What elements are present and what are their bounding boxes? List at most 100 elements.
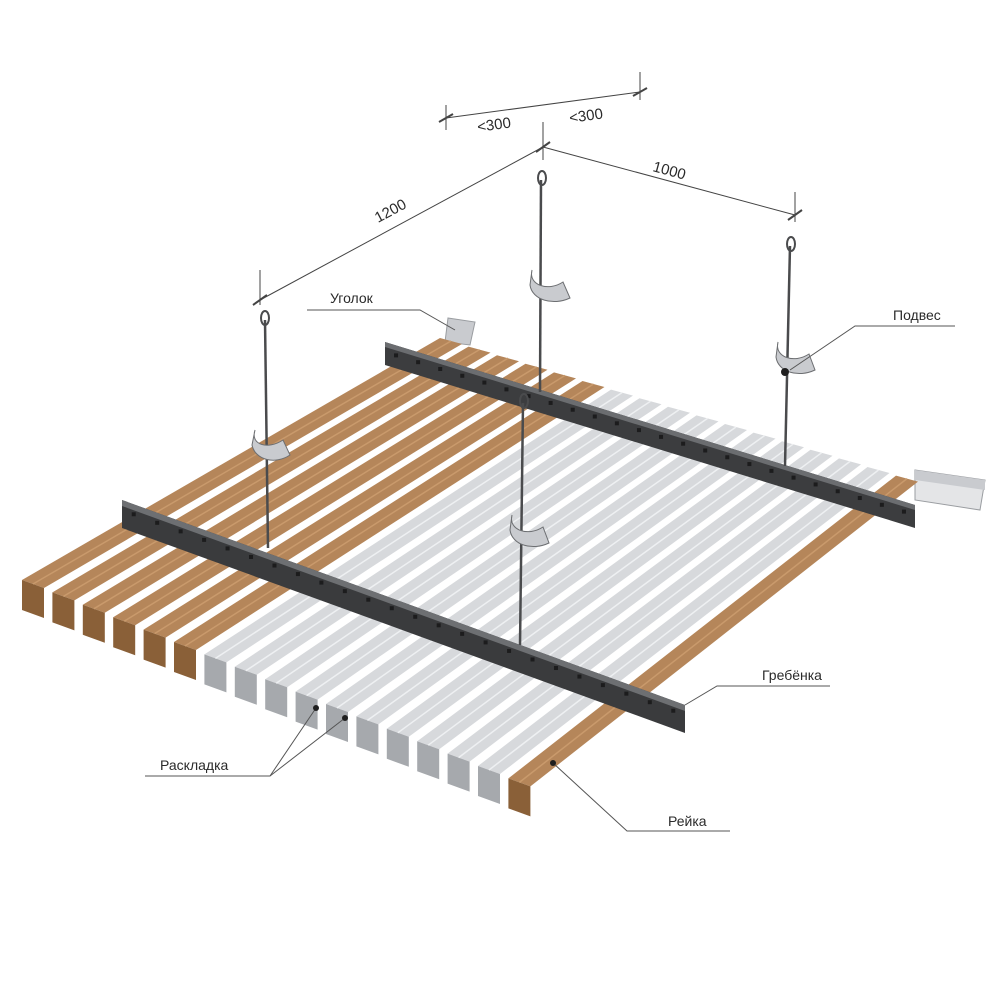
slat-end <box>447 753 470 792</box>
hanger-right <box>775 236 816 467</box>
slat-highlight <box>488 469 879 771</box>
slat-end <box>356 716 379 755</box>
slat-end <box>265 679 288 718</box>
rail-hole <box>416 360 421 365</box>
slat-end <box>295 691 318 730</box>
slat-highlight <box>427 452 822 746</box>
rail-hole <box>295 572 300 577</box>
rail-hole <box>366 597 371 602</box>
dim-1000: 1000 <box>651 158 688 183</box>
rail-hole <box>225 546 230 551</box>
slat-end <box>234 666 257 705</box>
rail-hole <box>460 631 465 636</box>
rail-hole <box>438 366 443 371</box>
slat-end <box>326 704 348 742</box>
rail-hole <box>548 400 553 405</box>
rail-hole <box>436 623 441 628</box>
wall-angle-left <box>444 317 476 346</box>
slat-end <box>22 580 44 618</box>
rail-hole <box>319 580 324 585</box>
slat-end <box>204 654 227 693</box>
label-reyka: Рейка <box>668 813 707 829</box>
slat-end <box>113 617 136 656</box>
slat-end <box>82 604 105 643</box>
slat-end <box>174 642 196 680</box>
rail-hole <box>879 502 884 507</box>
slat-end <box>478 766 500 804</box>
rail-hole <box>249 554 254 559</box>
rail-hole <box>272 563 277 568</box>
label-ugolok: Уголок <box>330 290 374 306</box>
rail-hole <box>342 589 347 594</box>
slats-group <box>22 338 918 817</box>
slat-highlight <box>275 409 680 684</box>
slat-highlight <box>458 460 851 759</box>
label-podves: Подвес <box>893 307 941 323</box>
slat-highlight <box>154 374 566 635</box>
callout-lines <box>145 309 955 832</box>
rail-hole <box>530 657 535 662</box>
slat-end <box>143 629 166 668</box>
slat-highlight <box>214 391 623 660</box>
slat-highlight <box>336 426 737 709</box>
hanger-front-center <box>509 393 550 646</box>
label-raskladka: Раскладка <box>160 757 228 773</box>
carrier-rail-back <box>385 342 915 528</box>
rail-hole <box>394 353 399 358</box>
slat-end <box>417 741 440 780</box>
rail-hole <box>526 394 531 399</box>
dim-lt300-right: <300 <box>568 105 604 127</box>
slat-highlight <box>123 366 537 622</box>
hanger-left <box>251 310 291 549</box>
rail-hole <box>131 512 136 517</box>
rail-hole <box>857 496 862 501</box>
slat-highlight <box>63 348 480 598</box>
rail-hole <box>553 666 558 671</box>
rail-hole <box>577 674 582 679</box>
rail-hole <box>570 407 575 412</box>
rail-hole <box>483 640 488 645</box>
rail-hole <box>636 428 641 433</box>
rail-hole <box>725 455 730 460</box>
wall-angle-right <box>914 469 986 511</box>
rail-hole <box>813 482 818 487</box>
slat-highlight <box>245 400 651 672</box>
rail-hole <box>769 468 774 473</box>
rail-hole <box>178 529 183 534</box>
slat-end <box>386 728 409 767</box>
slat-highlight <box>397 443 794 734</box>
rail-hole <box>703 448 708 453</box>
slat-highlight <box>366 434 765 722</box>
slat-highlight <box>184 383 594 647</box>
carrier-rail-front <box>122 500 685 733</box>
rail-hole <box>460 373 465 378</box>
rail-hole <box>681 441 686 446</box>
slat-highlight <box>306 417 708 697</box>
rail-hole <box>901 509 906 514</box>
slat-end <box>52 592 75 631</box>
rail-hole <box>671 708 676 713</box>
dim-lt300-left: <300 <box>476 114 512 136</box>
rail-hole <box>413 614 418 619</box>
dimension-lines <box>252 72 803 306</box>
rail-hole <box>155 520 160 525</box>
rail-hole <box>791 475 796 480</box>
slat-highlight <box>32 340 452 585</box>
hanger-back-center <box>529 170 571 393</box>
label-grebenka: Гребёнка <box>762 667 822 683</box>
rail-hole <box>482 380 487 385</box>
rail-hole <box>614 421 619 426</box>
rail-hole <box>624 691 629 696</box>
rail-hole <box>592 414 597 419</box>
rail-hole <box>507 648 512 653</box>
slat-highlight <box>518 478 908 783</box>
rail-hole <box>647 700 652 705</box>
rail-hole <box>659 434 664 439</box>
slat-end <box>508 778 531 817</box>
rail-hole <box>835 489 840 494</box>
rail-hole <box>202 537 207 542</box>
rail-hole <box>389 606 394 611</box>
slat-highlight <box>93 357 509 610</box>
